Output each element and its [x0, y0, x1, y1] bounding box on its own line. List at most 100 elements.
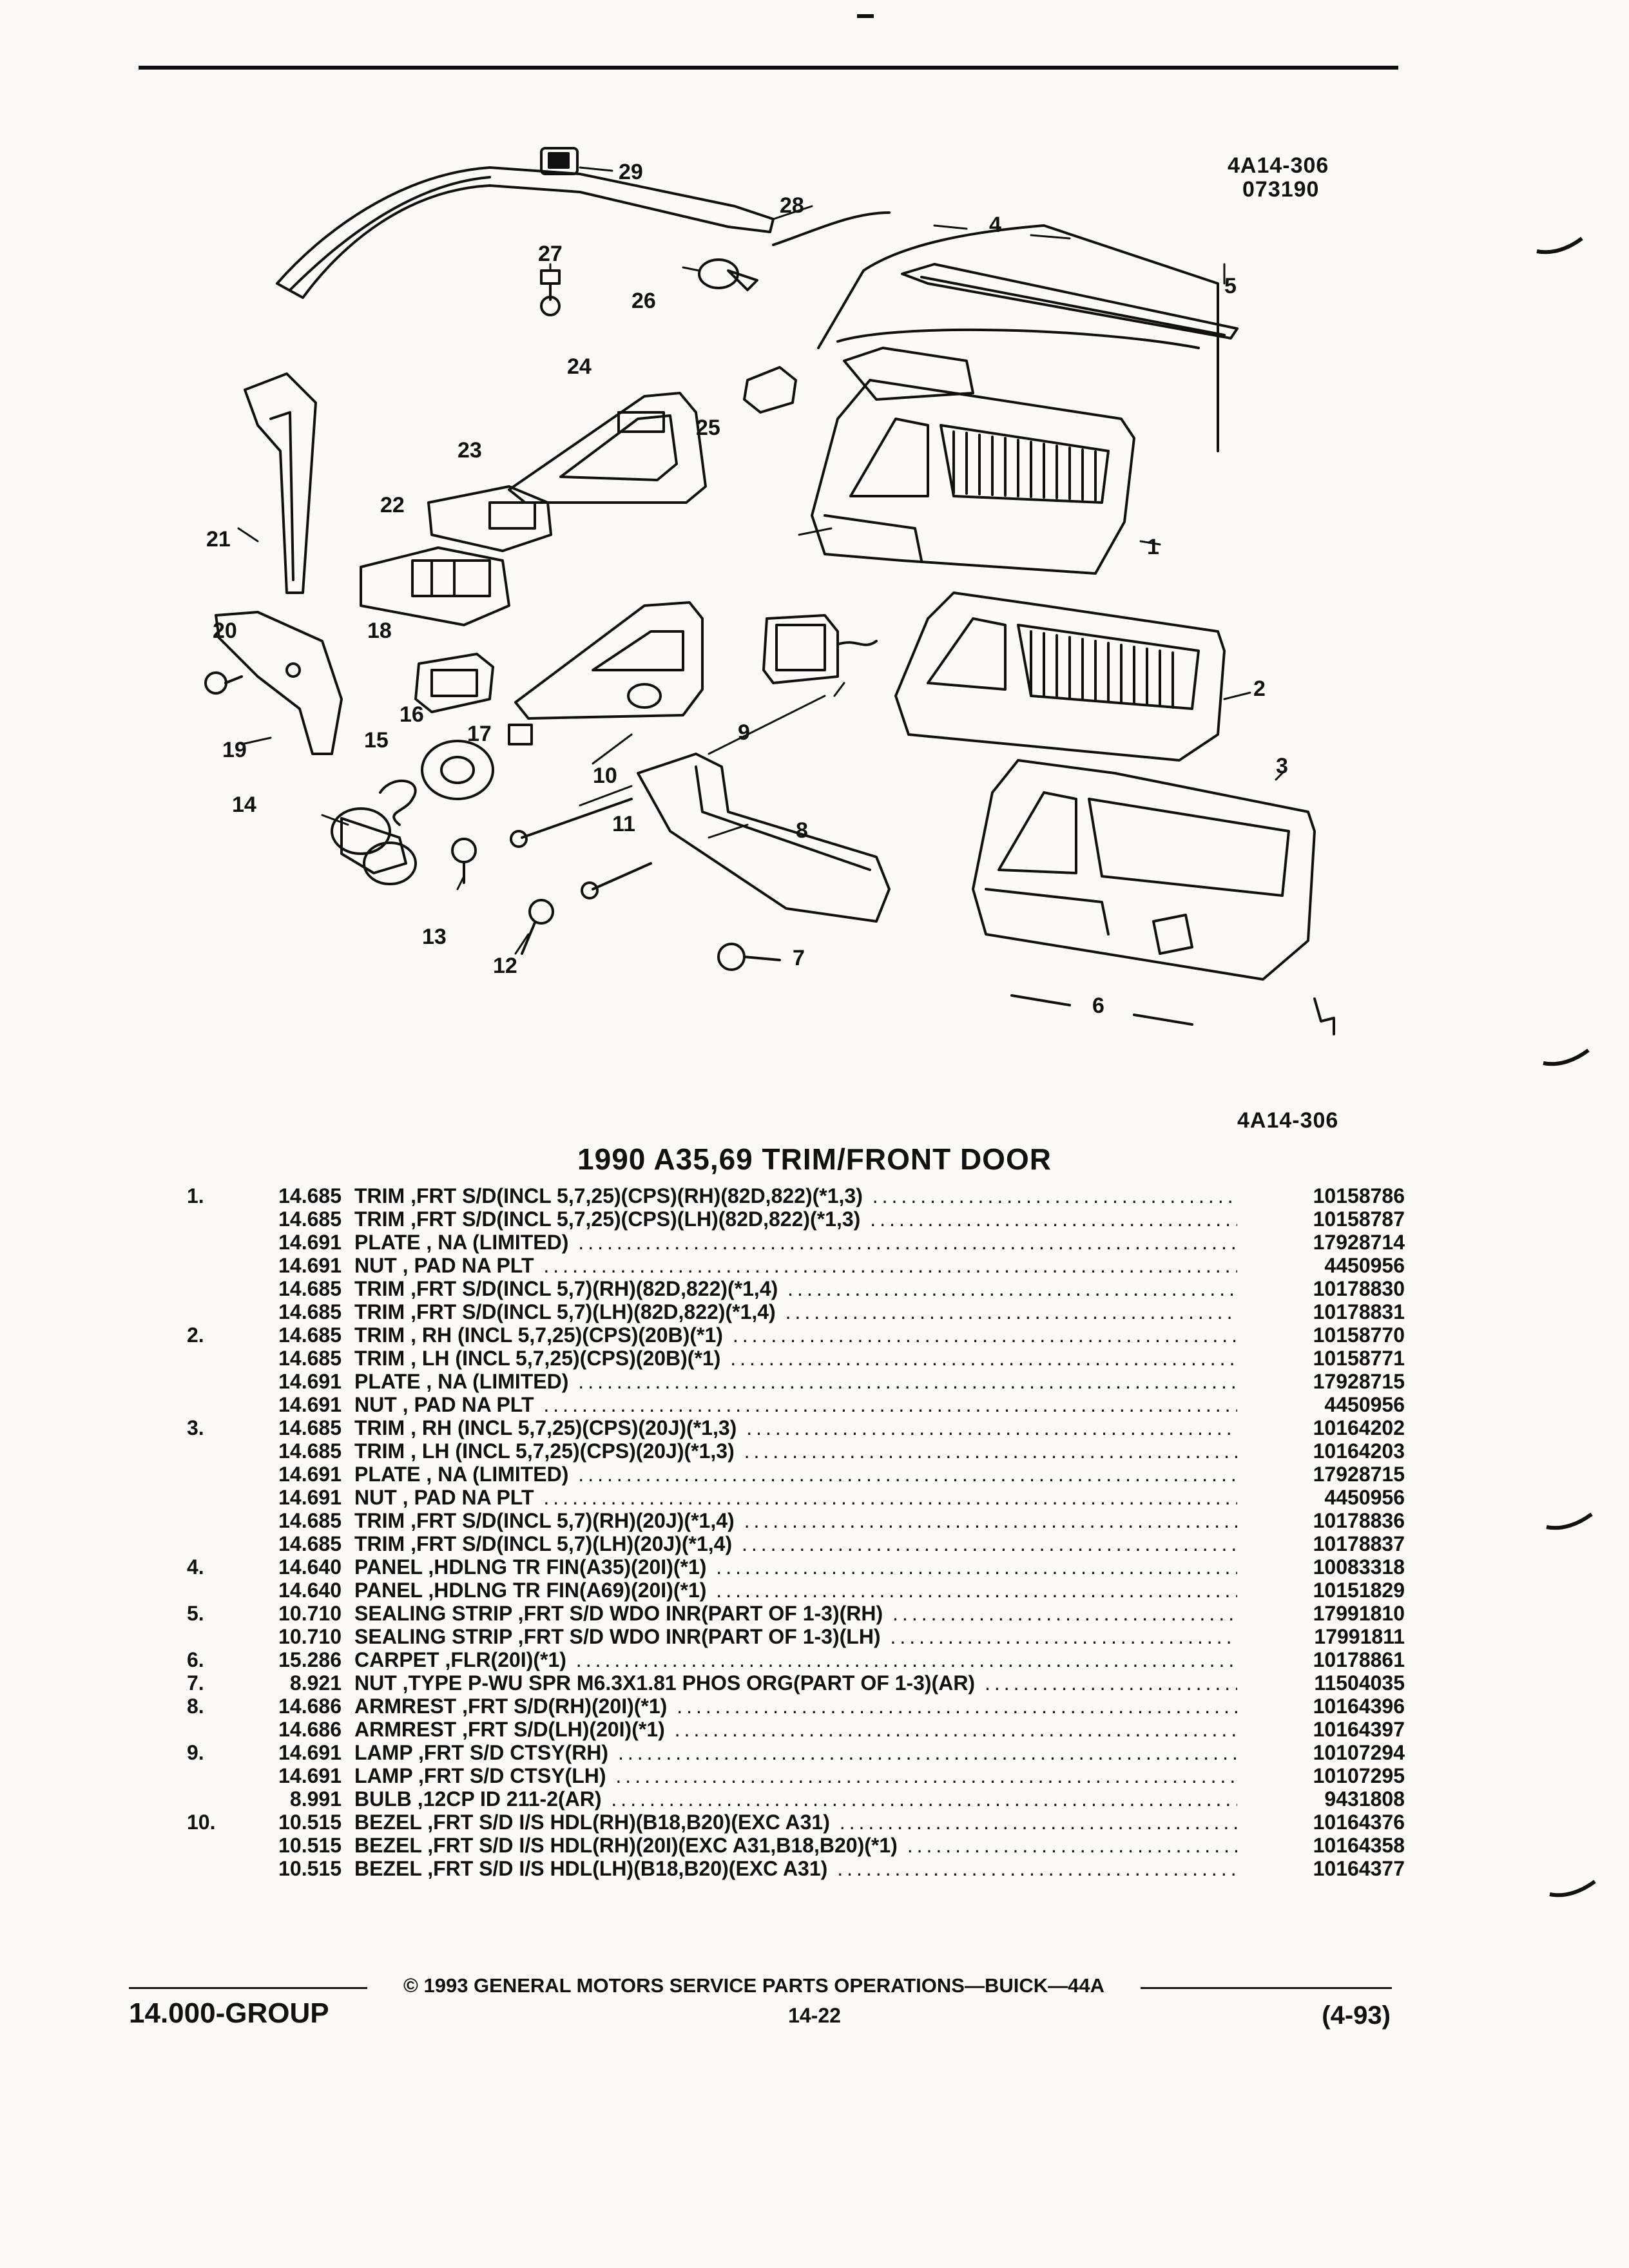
part-5-sealing-strip-drawing [901, 263, 1239, 340]
callout-9: 9 [738, 720, 750, 745]
parts-part-number: 10164358 [1313, 1834, 1405, 1857]
part-19-bracket-drawing [215, 611, 343, 755]
leader-lines [237, 166, 1284, 955]
top-tick-mark [857, 14, 874, 18]
parts-description: NUT , PAD NA PLT [354, 1254, 534, 1277]
parts-description: BEZEL ,FRT S/D I/S HDL(LH)(B18,B20)(EXC … [354, 1857, 828, 1880]
dot-leader: ........................................… [617, 1741, 1237, 1764]
parts-description: NUT , PAD NA PLT [354, 1486, 534, 1509]
parts-description-cell: SEALING STRIP ,FRT S/D WDO INR(PART OF 1… [354, 1602, 1237, 1626]
part-22-window-switch-drawing [360, 546, 510, 626]
parts-ref-number: 6. [187, 1648, 204, 1671]
parts-description-cell: TRIM ,FRT S/D(INCL 5,7)(RH)(20J)(*1,4) .… [354, 1509, 1237, 1533]
parts-part-number: 10164397 [1313, 1718, 1405, 1741]
parts-part-number: 10083318 [1313, 1555, 1405, 1579]
part-10-bezel-drawing [514, 601, 704, 720]
dot-leader: ........................................… [744, 1439, 1237, 1463]
callout-28: 28 [780, 193, 804, 218]
part-24-pull-cup-drawing [508, 392, 707, 504]
parts-ref-number: 7. [187, 1671, 204, 1695]
parts-group-number: 8.991 [289, 1787, 342, 1811]
section-title: 1990 A35,69 TRIM/FRONT DOOR [577, 1142, 1052, 1176]
dot-leader: ........................................… [892, 1602, 1237, 1625]
dot-leader: ........................................… [674, 1718, 1237, 1741]
parts-description: TRIM ,FRT S/D(INCL 5,7)(RH)(20J)(*1,4) [354, 1509, 735, 1532]
part-7-nut-drawing [717, 943, 781, 971]
parts-description-cell: TRIM ,FRT S/D(INCL 5,7)(LH)(20J)(*1,4) .… [354, 1532, 1237, 1556]
parts-description: NUT , PAD NA PLT [354, 1393, 534, 1416]
parts-part-number: 10158770 [1313, 1323, 1405, 1347]
parts-description-cell: CARPET ,FLR(20I)(*1) ...................… [354, 1648, 1237, 1672]
parts-description: ARMREST ,FRT S/D(LH)(20I)(*1) [354, 1718, 665, 1741]
part-6-carpet-drawing [1010, 994, 1193, 1026]
parts-group-number: 14.685 [278, 1509, 342, 1532]
callout-16: 16 [400, 702, 424, 727]
callout-19: 19 [222, 738, 247, 762]
dot-leader: ........................................… [575, 1648, 1237, 1671]
part-13-screw-drawing [451, 838, 477, 884]
figure-id: 4A14-306 [1228, 153, 1329, 178]
parts-description-cell: NUT , PAD NA PLT .......................… [354, 1393, 1237, 1417]
parts-part-number: 11504035 [1314, 1671, 1405, 1695]
parts-part-number: 10164396 [1313, 1695, 1405, 1718]
callout-1: 1 [1147, 535, 1159, 559]
dot-leader: ........................................… [543, 1254, 1237, 1277]
parts-ref-number: 1. [187, 1184, 204, 1207]
part-21-pillar-drawing [244, 372, 317, 594]
parts-description: PANEL ,HDLNG TR FIN(A35)(20I)(*1) [354, 1555, 707, 1579]
dot-leader: ........................................… [730, 1347, 1237, 1370]
parts-description-cell: LAMP ,FRT S/D CTSY(LH) .................… [354, 1764, 1237, 1788]
part-17-fastener-drawing [508, 724, 533, 745]
parts-description-cell: BULB ,12CP ID 211-2(AR) ................… [354, 1787, 1237, 1811]
parts-part-number: 10164376 [1313, 1811, 1405, 1834]
parts-description-cell: TRIM ,FRT S/D(INCL 5,7)(LH)(82D,822)(*1,… [354, 1300, 1237, 1324]
dot-leader: ........................................… [787, 1277, 1237, 1300]
parts-part-number: 10178836 [1313, 1509, 1405, 1532]
part-16-escutcheon-drawing [421, 740, 494, 800]
dot-leader: ........................................… [984, 1671, 1237, 1695]
parts-group-number: 14.685 [278, 1207, 342, 1231]
parts-group-number: 14.685 [278, 1532, 342, 1555]
parts-ref-number: 5. [187, 1602, 204, 1625]
footer-copyright: © 1993 GENERAL MOTORS SERVICE PARTS OPER… [403, 1974, 1104, 1997]
part-20-screw-drawing [204, 671, 243, 695]
dot-leader: ........................................… [716, 1579, 1237, 1602]
parts-group-number: 14.685 [278, 1416, 342, 1439]
parts-part-number: 10178837 [1313, 1532, 1405, 1555]
parts-ref-number: 8. [187, 1695, 204, 1718]
parts-ref-number: 2. [187, 1323, 204, 1347]
parts-group-number: 10.515 [278, 1811, 342, 1834]
parts-group-number: 14.685 [278, 1277, 342, 1300]
parts-part-number: 10164203 [1313, 1439, 1405, 1463]
parts-description: SEALING STRIP ,FRT S/D WDO INR(PART OF 1… [354, 1602, 883, 1625]
parts-part-number: 10178830 [1313, 1277, 1405, 1300]
parts-description: PLATE , NA (LIMITED) [354, 1463, 569, 1486]
parts-description-cell: NUT ,TYPE P-WU SPR M6.3X1.81 PHOS ORG(PA… [354, 1671, 1237, 1695]
part-28-strip-drawing [276, 166, 775, 299]
parts-group-number: 14.685 [278, 1347, 342, 1370]
footer-revision: (4-93) [1322, 2001, 1391, 2030]
parts-part-number: 10158786 [1313, 1184, 1405, 1207]
parts-description-cell: TRIM , LH (INCL 5,7,25)(CPS)(20B)(*1) ..… [354, 1347, 1237, 1370]
dot-leader: ........................................… [890, 1625, 1237, 1648]
parts-ref-number: 9. [187, 1741, 204, 1764]
part-14-handle-drawing [331, 807, 417, 885]
parts-description: PANEL ,HDLNG TR FIN(A69)(20I)(*1) [354, 1579, 707, 1602]
parts-description: LAMP ,FRT S/D CTSY(RH) [354, 1741, 609, 1764]
footer-copyright-line: © 1993 GENERAL MOTORS SERVICE PARTS OPER… [129, 1974, 1392, 2000]
parts-group-number: 14.686 [278, 1695, 342, 1718]
parts-group-number: 14.691 [278, 1463, 342, 1486]
parts-group-number: 14.685 [278, 1184, 342, 1207]
parts-group-number: 15.286 [278, 1648, 342, 1671]
callout-15: 15 [364, 728, 389, 753]
dot-leader: ........................................… [785, 1300, 1237, 1323]
dot-leader: ........................................… [578, 1463, 1237, 1486]
parts-description: TRIM ,FRT S/D(INCL 5,7,25)(CPS)(LH)(82D,… [354, 1207, 861, 1231]
